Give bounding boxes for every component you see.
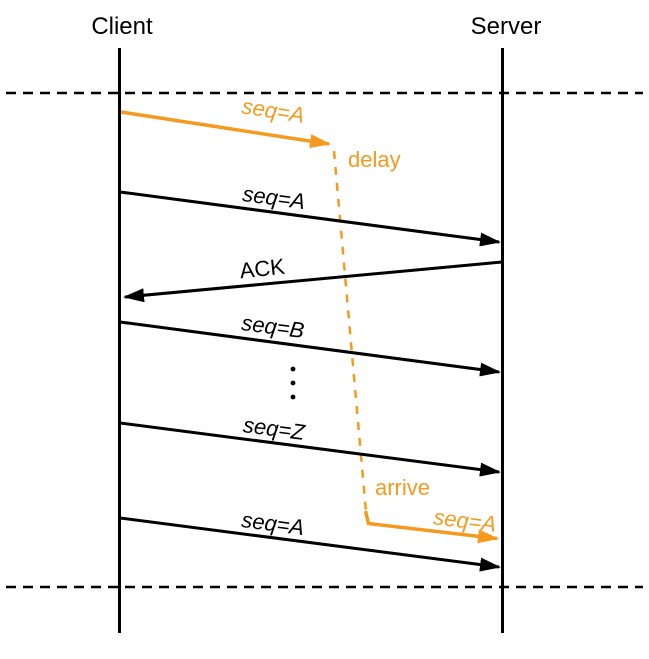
delay-note-label: delay [348, 147, 401, 172]
arrive-note-label: arrive [375, 475, 430, 500]
ellipsis-dot [290, 366, 296, 372]
seq-a-retransmit-arrow [119, 516, 501, 572]
ellipsis-dot [290, 394, 296, 400]
ellipsis-dot [290, 380, 296, 386]
delayed-segment-arrow [120, 110, 331, 149]
seq-b-arrow [119, 320, 501, 377]
delayed-arrival-arrow [363, 510, 499, 544]
ellipsis-dots [290, 366, 296, 400]
delay-dashed-path [332, 150, 368, 513]
ack-label: ACK [238, 254, 286, 284]
client-actor-label: Client [91, 13, 153, 40]
ack-arrow [123, 260, 503, 303]
server-actor-label: Server [471, 13, 542, 40]
seq-a-first-arrow [119, 190, 501, 247]
delayed-segment-label: seq=A [240, 93, 306, 128]
seq-z-arrow [119, 421, 501, 477]
